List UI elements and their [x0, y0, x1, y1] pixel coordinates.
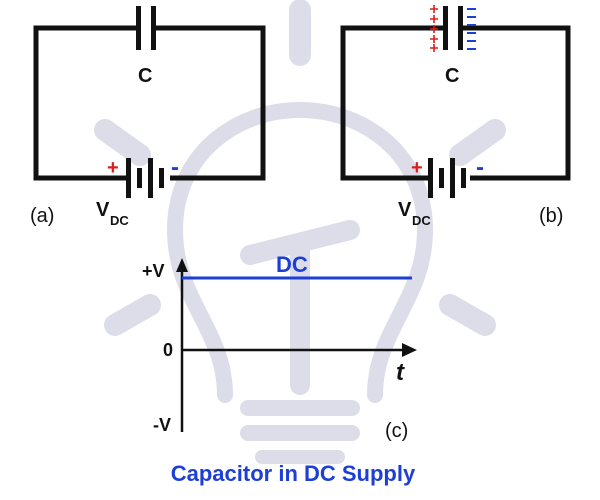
graph-x-axis-label: t: [396, 359, 405, 386]
circuit-b-negative-charges: [467, 8, 476, 50]
circuit-a-source-subscript: DC: [110, 213, 129, 228]
circuit-a-battery: [126, 158, 164, 198]
graph-panel-label: (c): [385, 420, 408, 442]
circuit-a-wire: [33, 25, 136, 181]
circuit-a-panel-label: (a): [30, 205, 54, 227]
circuit-b-wire: [340, 25, 443, 181]
circuit-b-source-label: V: [398, 199, 412, 221]
circuit-b-plus-sign: +: [411, 157, 423, 179]
dc-graph: DC +V 0 -V t (c): [142, 252, 417, 442]
graph-y-top-label: +V: [142, 261, 165, 281]
light-bulb-icon: [94, 0, 506, 464]
circuit-b-capacitor: [443, 6, 463, 50]
circuit-a-minus-sign: -: [171, 154, 179, 181]
graph-signal-label: DC: [276, 252, 308, 277]
circuit-a: C + - V DC (a): [30, 6, 266, 228]
circuit-a-capacitor-label: C: [138, 65, 152, 87]
graph-y-axis-arrow: [176, 258, 188, 272]
circuit-b-wire-right: [463, 25, 571, 181]
circuit-b-panel-label: (b): [539, 205, 563, 227]
circuit-b-source-subscript: DC: [412, 213, 431, 228]
graph-y-zero-label: 0: [163, 340, 173, 360]
circuit-b: C + - V DC (b): [340, 5, 571, 228]
circuit-b-battery: [428, 158, 466, 198]
circuit-b-capacitor-label: C: [445, 65, 459, 87]
circuit-a-plus-sign: +: [107, 157, 119, 179]
circuit-a-wire-right: [156, 25, 266, 181]
circuit-a-source-label: V: [96, 199, 110, 221]
graph-y-bottom-label: -V: [153, 415, 171, 435]
circuit-b-minus-sign: -: [476, 154, 484, 181]
circuit-a-capacitor: [136, 6, 156, 50]
diagram-caption: Capacitor in DC Supply: [171, 461, 416, 486]
circuit-b-positive-charges: [430, 5, 438, 52]
graph-x-axis-arrow: [402, 343, 417, 357]
